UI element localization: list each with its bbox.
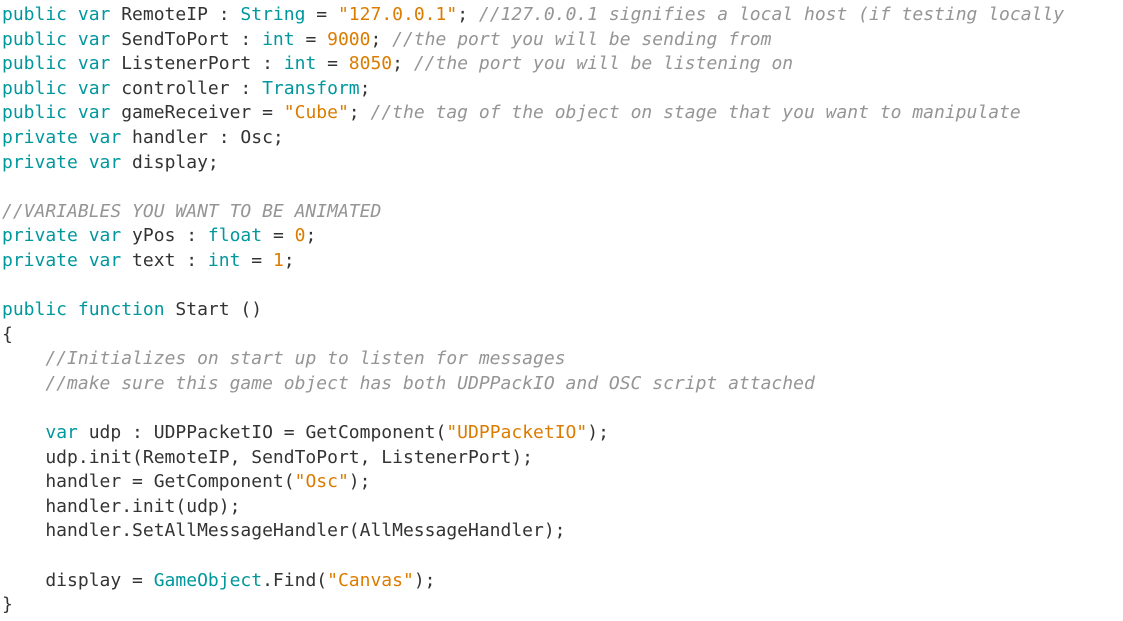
code-token-plain: udp.init(RemoteIP, SendToPort, ListenerP… (2, 446, 534, 468)
code-line: public var ListenerPort : int = 8050; //… (2, 52, 1123, 77)
code-token-plain: ListenerPort : (110, 53, 284, 75)
code-token-plain: udp : UDPPacketIO = GetComponent( (77, 422, 447, 444)
code-token-plain: { (2, 323, 13, 345)
code-token-str: "Cube" (283, 102, 349, 124)
code-token-plain: SendToPort : (110, 28, 263, 50)
code-token-plain: display; (121, 151, 219, 173)
code-token-plain: = (305, 4, 338, 25)
code-token-num: 8050 (348, 53, 393, 75)
code-line: { (2, 323, 1123, 348)
code-token-type: int (262, 28, 295, 50)
code-token-num: 9000 (327, 28, 371, 50)
code-token-plain: } (2, 594, 13, 616)
code-token-str: "Osc" (294, 471, 349, 493)
code-token-type: GameObject (153, 569, 263, 591)
code-token-kw: public var (2, 4, 111, 25)
code-token-type: int (207, 249, 241, 271)
code-line: private var yPos : float = 0; (2, 224, 1123, 249)
code-line (2, 397, 1123, 422)
code-line (2, 544, 1123, 569)
code-token-plain: = (294, 28, 328, 50)
code-line: //make sure this game object has both UD… (2, 372, 1123, 397)
code-token-kw: private var (2, 151, 122, 173)
code-token-type: Transform (262, 77, 360, 99)
code-token-plain (2, 348, 45, 369)
code-token-cmt: //the port you will be listening on (413, 53, 794, 75)
code-line: //VARIABLES YOU WANT TO BE ANIMATED (2, 200, 1123, 225)
code-line: handler.SetAllMessageHandler(AllMessageH… (2, 519, 1123, 544)
code-token-kw: private var (2, 225, 122, 247)
code-token-plain: ; (457, 4, 479, 25)
code-line: public var gameReceiver = "Cube"; //the … (2, 101, 1123, 126)
code-token-kw: public var (2, 53, 111, 75)
code-token-kw: private var (2, 126, 122, 148)
code-line: udp.init(RemoteIP, SendToPort, ListenerP… (2, 446, 1123, 471)
code-token-plain: ; (305, 225, 317, 247)
code-line (2, 175, 1123, 200)
code-line (2, 274, 1123, 299)
code-token-plain: display = (2, 569, 154, 591)
code-token-plain: text : (121, 249, 208, 271)
code-line: handler = GetComponent("Osc"); (2, 470, 1123, 495)
code-token-plain: = (316, 53, 349, 75)
code-token-num: 0 (294, 225, 306, 247)
code-token-type: String (240, 4, 306, 25)
code-token-str: "127.0.0.1" (337, 4, 458, 25)
code-line: private var text : int = 1; (2, 249, 1123, 274)
code-token-cmt: //the port you will be sending from (392, 28, 772, 50)
code-token-kw: private var (2, 249, 122, 271)
code-line: public var SendToPort : int = 9000; //th… (2, 28, 1123, 53)
code-token-num: 1 (272, 249, 284, 271)
code-token-plain (2, 373, 45, 394)
code-token-plain: ; (392, 53, 414, 75)
code-token-plain: ; (283, 249, 295, 271)
code-token-plain: = (262, 225, 295, 247)
code-token-str: "UDPPacketIO" (446, 422, 588, 444)
code-line: display = GameObject.Find("Canvas"); (2, 569, 1123, 594)
code-line: private var handler : Osc; (2, 126, 1123, 151)
code-token-plain: Start () (164, 299, 263, 321)
code-line: public function Start () (2, 298, 1123, 323)
code-token-plain (2, 422, 45, 443)
code-token-cmt: //Initializes on start up to listen for … (45, 348, 566, 370)
code-token-plain: handler = GetComponent( (2, 471, 295, 493)
code-token-plain: yPos : (121, 225, 208, 247)
code-token-plain: handler : Osc; (121, 126, 284, 148)
code-line: handler.init(udp); (2, 495, 1123, 520)
code-token-plain: handler.init(udp); (2, 495, 241, 517)
code-token-kw: public function (2, 299, 165, 321)
code-token-plain: ; (359, 77, 371, 99)
code-token-plain: gameReceiver = (110, 102, 284, 124)
code-line: public var controller : Transform; (2, 77, 1123, 102)
code-line: private var display; (2, 151, 1123, 176)
code-line: } (2, 593, 1123, 618)
code-token-kw: public var (2, 77, 111, 99)
code-token-plain: .Find( (262, 569, 328, 591)
code-token-plain: controller : (110, 77, 263, 99)
code-token-kw: public var (2, 28, 111, 50)
code-token-plain: ); (348, 471, 371, 493)
code-line: var udp : UDPPacketIO = GetComponent("UD… (2, 421, 1123, 446)
code-token-cmt: //the tag of the object on stage that yo… (370, 102, 1021, 124)
code-token-plain: handler.SetAllMessageHandler(AllMessageH… (2, 520, 566, 542)
code-token-cmt: //127.0.0.1 signifies a local host (if t… (478, 4, 1065, 25)
code-token-kw: var (45, 422, 78, 444)
code-line: public var RemoteIP : String = "127.0.0.… (2, 3, 1123, 28)
code-token-plain: = (240, 249, 273, 271)
code-line: //Initializes on start up to listen for … (2, 347, 1123, 372)
code-token-str: "Canvas" (327, 569, 414, 591)
code-token-plain: ; (348, 102, 371, 124)
code-token-type: int (283, 53, 317, 75)
code-token-plain: ); (587, 422, 609, 444)
code-token-plain: ; (370, 28, 393, 50)
code-token-plain: RemoteIP : (110, 4, 241, 25)
code-token-cmt: //make sure this game object has both UD… (45, 372, 815, 394)
code-token-kw: public var (2, 102, 111, 124)
code-token-cmt: //VARIABLES YOU WANT TO BE ANIMATED (2, 200, 382, 222)
code-token-type: float (207, 225, 263, 247)
code-token-plain: ); (413, 569, 436, 591)
